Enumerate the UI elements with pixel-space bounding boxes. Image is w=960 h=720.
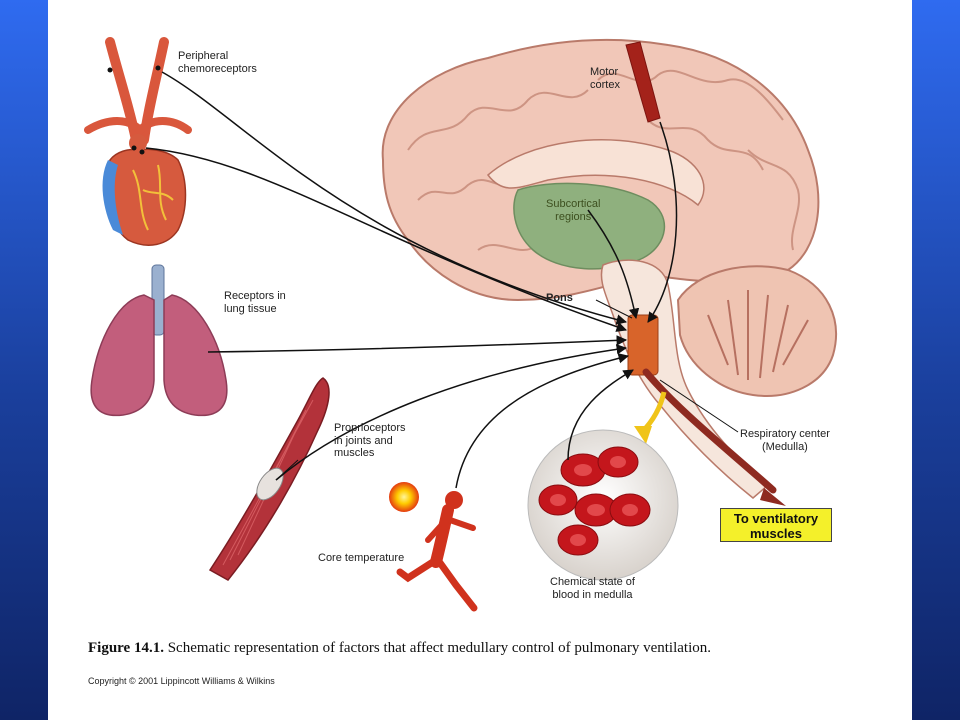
right-lung	[163, 294, 228, 417]
spindle-receptor	[256, 467, 284, 501]
figure-number: Figure 14.1.	[88, 640, 164, 656]
arrow-lung	[207, 335, 628, 353]
arrow-motor-cortex	[647, 121, 678, 323]
arrow-peripheral-aortic	[145, 147, 627, 332]
medulla-respiratory-center	[627, 314, 659, 376]
left-lung	[90, 294, 155, 417]
slide-panel: Peripheral chemoreceptors Motor cortex S…	[48, 0, 912, 720]
descending-pathway-arrow	[642, 368, 777, 494]
chemoreceptor-dot	[155, 65, 161, 71]
chemoreceptor-dot	[131, 145, 137, 151]
label-core-temperature: Core temperature	[318, 552, 405, 564]
left-frame-border	[0, 0, 48, 720]
chemoreceptor-dot	[139, 149, 145, 155]
label-proprioceptors: Proprioceptors in joints and muscles	[334, 422, 406, 459]
label-chemical-state: Chemical state of blood in medulla	[550, 576, 635, 601]
coronary-vessels	[132, 164, 174, 231]
label-motor-cortex: Motor cortex	[590, 66, 620, 91]
chemoreceptor-dot	[107, 67, 113, 73]
blood-medulla-illustration	[527, 429, 679, 581]
figure-caption: Figure 14.1. Schematic representation of…	[88, 640, 711, 657]
muscle-illustration	[208, 377, 330, 581]
arrow-core-temperature	[455, 353, 630, 489]
corpus-callosum	[486, 139, 705, 207]
arrow-subcortical	[587, 209, 640, 320]
motor-cortex-band	[625, 41, 661, 123]
label-respiratory-center: Respiratory center (Medulla)	[740, 428, 830, 453]
descending-pathway-arrowhead	[760, 488, 786, 506]
arrow-peripheral-carotid	[161, 71, 628, 325]
arrow-muscle	[275, 344, 628, 481]
copyright-notice: Copyright © 2001 Lippincott Williams & W…	[88, 676, 275, 686]
heart-vein	[102, 160, 123, 235]
label-peripheral-chemoreceptors: Peripheral chemoreceptors	[178, 50, 257, 75]
subcortical-region-shape	[513, 182, 665, 270]
figure-caption-text: Schematic representation of factors that…	[167, 640, 711, 656]
ventilatory-muscles-callout: To ventilatory muscles	[720, 508, 832, 542]
arrow-blood	[567, 369, 634, 461]
right-frame-border	[912, 0, 960, 720]
runner-figure	[396, 491, 478, 612]
lungs-illustration	[90, 264, 228, 417]
yellow-arrowhead	[634, 426, 652, 444]
diagram-artwork	[84, 37, 837, 612]
label-receptors-lung: Receptors in lung tissue	[224, 290, 286, 315]
cerebellum-folia	[707, 290, 809, 380]
input-arrows	[145, 71, 678, 489]
label-pons: Pons	[546, 292, 573, 304]
brain-illustration	[381, 38, 837, 506]
heart-illustration	[84, 37, 192, 246]
cerebellum-shape	[676, 265, 837, 397]
sun-icon	[389, 482, 419, 512]
aortic-arch	[129, 134, 147, 152]
label-subcortical-regions: Subcortical regions	[546, 198, 601, 223]
label-leader-lines	[275, 299, 739, 481]
